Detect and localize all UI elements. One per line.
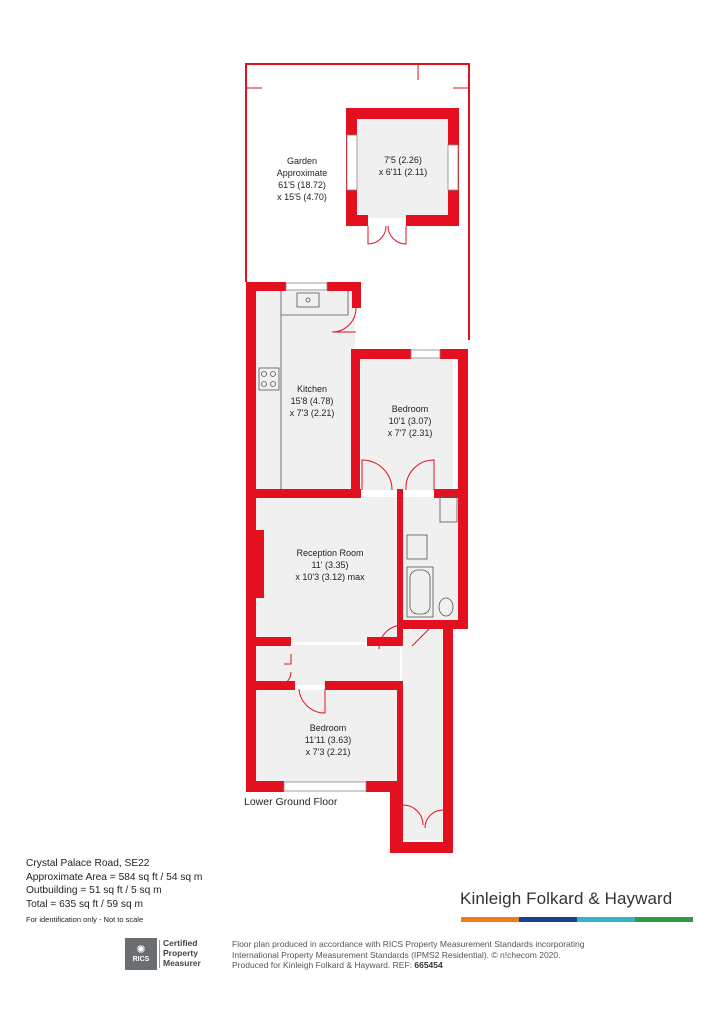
reception-label: Reception Room [296,548,363,558]
kitchen-label: Kitchen [297,384,327,394]
windows [283,134,459,792]
produced-for: Produced for Kinleigh Folkard & Hayward.… [232,960,415,970]
rics-logo: ✺ RICS Certified Property Measurer [125,938,219,970]
outbuilding-area: Outbuilding = 51 sq ft / 5 sq m [26,885,162,896]
disclaimer-line-3: Produced for Kinleigh Folkard & Hayward.… [232,960,584,971]
brand-stripes [461,917,693,922]
rics-line-1: Certified [163,938,198,948]
reception-width: x 10'3 (3.12) max [295,572,365,582]
bedroom-label: Bedroom [392,404,429,414]
approx-area: Approximate Area = 584 sq ft / 54 sq m [26,871,203,883]
identification-note: For identification only - Not to scale [26,915,144,924]
rics-badge: ✺ RICS [125,938,157,970]
reference-number: 665454 [414,960,443,970]
bedroom-floor [361,358,453,490]
outbuilding-floor [356,118,449,218]
reception-length: 11' (3.35) [311,560,348,570]
stripe-orange [461,917,519,922]
bedroom-width: x 7'7 (2.31) [388,428,433,438]
bedroom-2-length: 11'11 (3.63) [305,735,351,745]
garden-label: Garden [287,156,317,166]
kitchen-floor [254,289,355,497]
kitchen-width: x 7'3 (2.21) [290,408,335,418]
room-labels: Garden Approximate 61'5 (18.72) x 15'5 (… [277,155,433,757]
reception-floor [254,497,400,642]
garden-outline [245,63,470,340]
stripe-green [635,917,693,922]
stripe-navy [519,917,577,922]
total-area: Total = 635 sq ft / 59 sq m [26,898,143,910]
disclaimer: Floor plan produced in accordance with R… [232,939,584,971]
rics-line-2: Property [163,948,198,958]
disclaimer-line-2: International Property Measurement Stand… [232,949,561,960]
disclaimer-line-1: Floor plan produced in accordance with R… [232,939,585,949]
brand-name: Kinleigh Folkard & Hayward [460,889,673,908]
bedroom-2-floor [254,690,398,782]
bedroom-2-width: x 7'3 (2.21) [306,747,351,757]
kitchen-length: 15'8 (4.78) [291,396,334,406]
outbuilding-length: 7'5 (2.26) [384,155,422,165]
rics-line-3: Measurer [163,958,201,968]
rics-badge-text: RICS [132,956,150,963]
garden-width: x 15'5 (4.70) [277,192,327,202]
bedroom-length: 10'1 (3.07) [389,416,432,426]
doors [276,225,444,829]
rics-divider [159,940,160,968]
bedroom-2-label: Bedroom [310,723,347,733]
fixtures [258,291,458,618]
property-info: Crystal Palace Road, SE22 Approximate Ar… [26,857,202,927]
rics-emblem-icon: ✺ [136,944,146,956]
floors [254,118,458,840]
garden-length: 61'5 (18.72) [278,180,326,190]
rics-text: Certified Property Measurer [163,938,201,968]
stripe-cyan [577,917,635,922]
floor-label: Lower Ground Floor [244,796,338,808]
outbuilding-width: x 6'11 (2.11) [379,167,427,177]
address: Crystal Palace Road, SE22 [26,858,150,869]
garden-approx: Approximate [277,168,328,178]
hall-floor [254,645,400,685]
